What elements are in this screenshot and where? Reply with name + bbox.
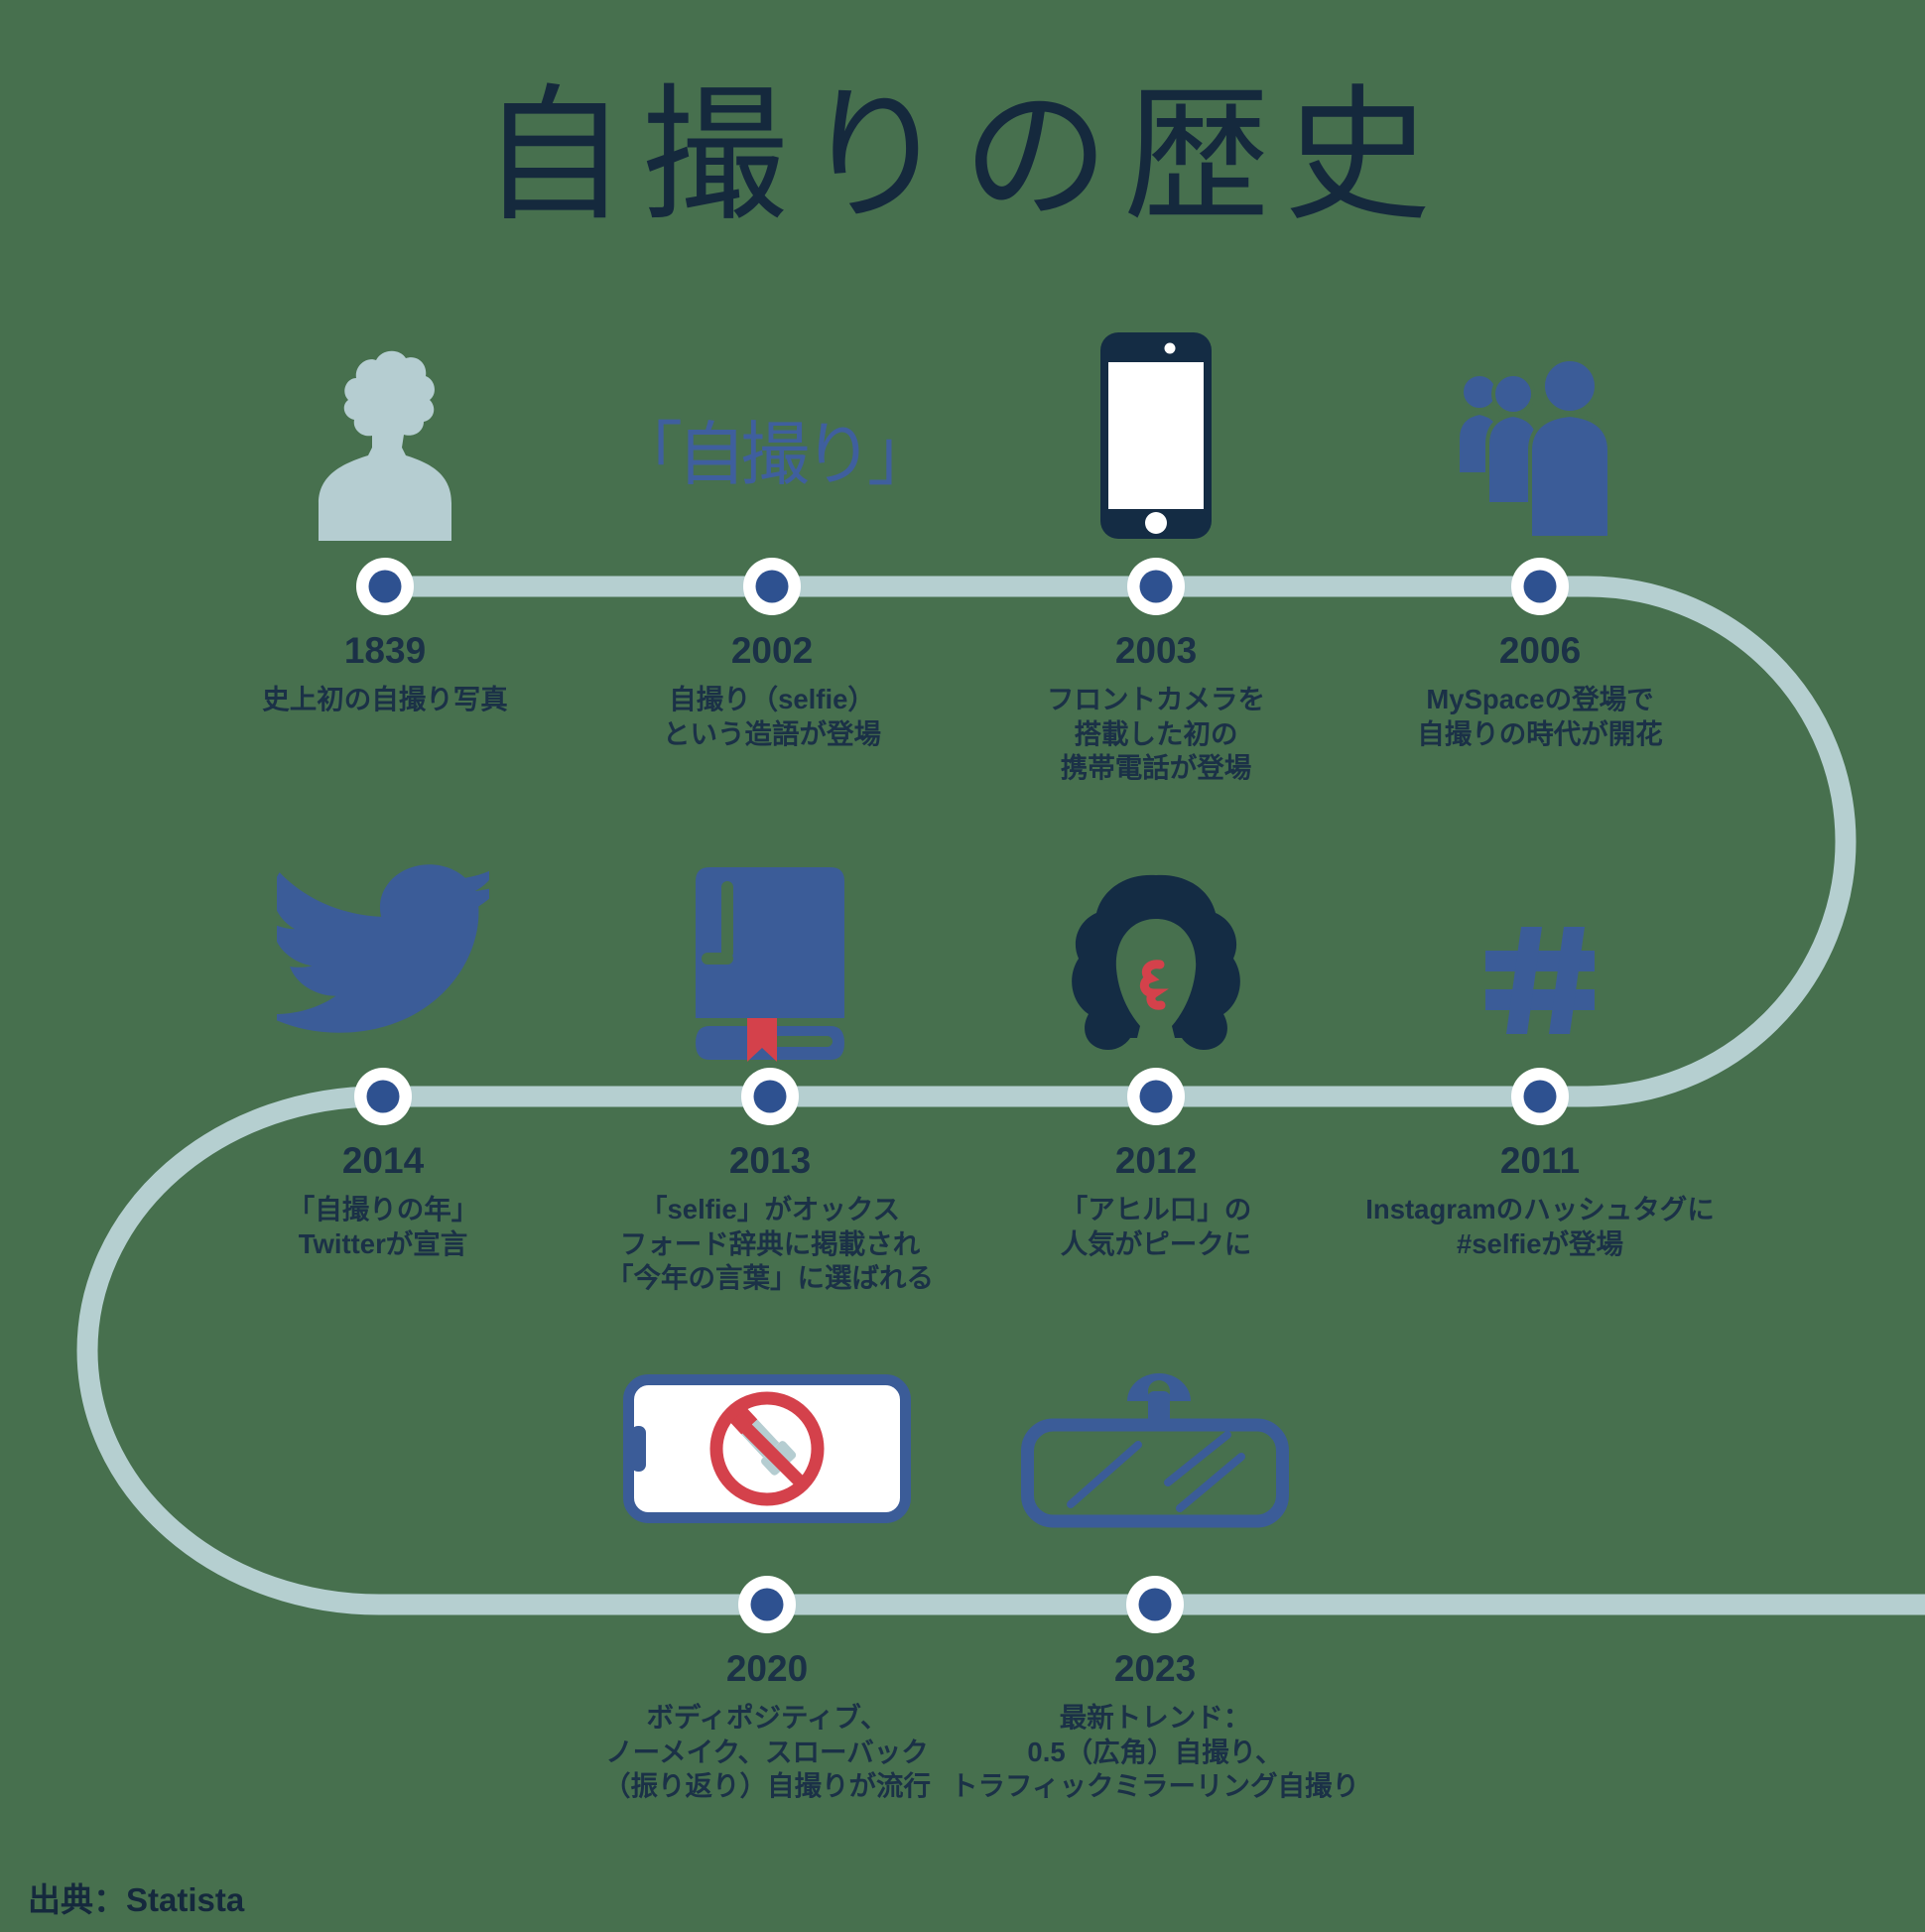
dictionary-book-icon — [696, 867, 844, 1067]
duck-face-woman-icon — [1057, 869, 1255, 1059]
event-description: MySpaceの登場で 自撮りの時代が開花 — [1417, 684, 1663, 749]
selfie-word-icon: 「自撮り」 — [613, 414, 937, 495]
hashtag-icon — [1485, 921, 1595, 1045]
event-year: 2014 — [341, 1140, 425, 1181]
timeline-dot — [738, 1576, 796, 1633]
event-description: 「selfie」がオックス フォード辞典に掲載され 「今年の言葉」に選ばれる — [606, 1194, 934, 1294]
timeline-dot — [1127, 558, 1185, 615]
timeline-dot-inner — [755, 570, 789, 603]
event-description: 「アヒル口」の 人気がピークに — [1060, 1194, 1252, 1259]
event-description: 最新トレンド： 0.5（広角）自撮り、 トラフィックミラーリング自撮り — [951, 1702, 1359, 1802]
event-description: 史上初の自撮り写真 — [262, 684, 508, 714]
timeline-dot — [741, 1068, 799, 1125]
twitter-bird-icon — [262, 861, 504, 1041]
timeline-dot-inner — [1523, 570, 1557, 603]
source-credit: 出典：Statista — [28, 1881, 245, 1918]
timeline-dot — [1127, 1068, 1185, 1125]
timeline-dot-inner — [753, 1080, 787, 1113]
timeline-dot-inner — [366, 1080, 400, 1113]
event-year: 2013 — [728, 1140, 812, 1181]
timeline-dot-inner — [750, 1588, 784, 1621]
timeline-dot — [743, 558, 801, 615]
event-year: 2002 — [730, 630, 814, 671]
event-year: 2020 — [725, 1648, 809, 1689]
timeline-dot-inner — [368, 570, 402, 603]
event-description: Instagramのハッシュタグに #selfieが登場 — [1365, 1194, 1715, 1259]
event-year: 2011 — [1499, 1140, 1581, 1181]
event-year: 2003 — [1114, 630, 1198, 671]
timeline-dot-inner — [1523, 1080, 1557, 1113]
timeline-dot — [1511, 558, 1569, 615]
event-year: 2023 — [1113, 1648, 1197, 1689]
myspace-people-icon — [1451, 353, 1629, 543]
event-year: 2006 — [1498, 630, 1582, 671]
timeline-dot-inner — [1138, 1588, 1172, 1621]
timeline-dot-inner — [1139, 1080, 1173, 1113]
event-year: 1839 — [343, 630, 427, 671]
page-title: 自撮りの歴史 — [480, 70, 1445, 241]
event-description: 自撮り（selfie） という造語が登場 — [663, 684, 881, 749]
timeline-dot — [354, 1068, 412, 1125]
person-silhouette-icon — [311, 346, 459, 546]
timeline-dot-inner — [1139, 570, 1173, 603]
event-description: ボディポジティブ、 ノーメイク、スローバック （振り返り）自撮りが流行 — [603, 1702, 931, 1802]
no-makeup-phone-icon — [623, 1374, 911, 1528]
front-camera-phone-icon — [1100, 332, 1212, 544]
event-description: 「自撮りの年」 Twitterが宣言 — [287, 1194, 479, 1259]
rearview-mirror-icon — [1021, 1365, 1289, 1533]
event-year: 2012 — [1114, 1140, 1198, 1181]
event-description: フロントカメラを 搭載した初の 携帯電話が登場 — [1047, 684, 1265, 784]
timeline-dot — [1126, 1576, 1184, 1633]
timeline-dot — [356, 558, 414, 615]
timeline-dot — [1511, 1068, 1569, 1125]
